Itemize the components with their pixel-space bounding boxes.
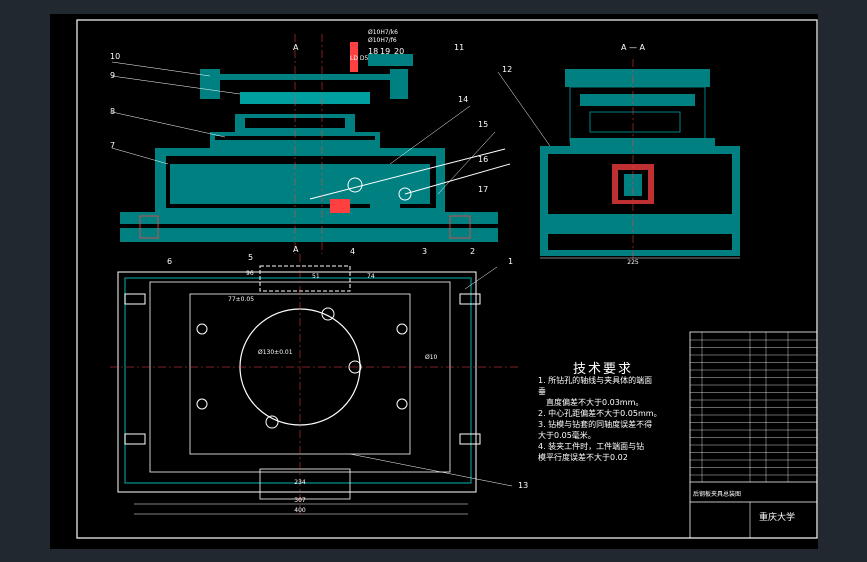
top-view <box>110 254 520 515</box>
dim-circle: Ø130±0.01 <box>258 349 293 356</box>
technical-requirements: 技术要求 1. 所钻孔的轴线与夹具体的端面 垂 直度偏差不大于0.03mm。 2… <box>538 362 688 463</box>
dim-mid: Ø10 <box>425 354 438 361</box>
dim-side-width: 225 <box>627 259 639 266</box>
tech-line: 大于0.05毫米。 <box>538 431 596 440</box>
callout-15: 15 <box>478 120 488 129</box>
callout-6: 6 <box>167 257 172 266</box>
tech-line: 直度偏差不大于0.03mm。 <box>546 398 644 407</box>
section-label-aa: A — A <box>621 43 646 52</box>
front-view <box>120 34 511 254</box>
tech-heading: 技术要求 <box>573 362 634 377</box>
spec-2: Ø10H7/f6 <box>368 37 397 44</box>
tech-line: 2. 中心孔距偏差不大于0.05mm。 <box>538 409 662 418</box>
dim-bottom-2: 307 <box>294 497 306 504</box>
dim-bottom-3: 400 <box>294 507 306 514</box>
callout-17: 17 <box>478 185 488 194</box>
dim-bottom-1: 234 <box>294 479 306 486</box>
callout-1: 1 <box>508 257 513 266</box>
callout-11: 11 <box>454 43 464 52</box>
callout-2: 2 <box>470 247 475 256</box>
callout-4: 4 <box>350 247 355 256</box>
callout-8: 8 <box>110 107 115 116</box>
tech-line: 模平行度误差不大于0.02 <box>538 453 628 462</box>
dim-top-d: 77±0.05 <box>228 296 254 303</box>
leader-lines <box>111 61 551 487</box>
tech-line: 垂 <box>538 387 546 396</box>
dim-top-small: LD D5 <box>350 55 368 62</box>
title-block: 重庆大学 后钢板夹具总装图 <box>689 331 818 539</box>
tech-line: 4. 装夹工件时，工件端面与钻 <box>538 442 645 451</box>
callout-3: 3 <box>422 247 427 256</box>
school-name: 重庆大学 <box>759 511 795 523</box>
spec-1: Ø10H7/k6 <box>368 29 398 36</box>
assembly-drawing: A A A — A 10 9 8 7 11 12 14 15 16 17 18 … <box>76 19 818 539</box>
side-section-view <box>540 59 740 259</box>
callout-18: 18 <box>368 47 378 56</box>
callout-5: 5 <box>248 253 253 262</box>
callout-13: 13 <box>518 481 528 490</box>
dim-top-c: 74 <box>367 273 375 280</box>
dim-top-b: 51 <box>312 273 320 280</box>
callout-10: 10 <box>110 52 120 61</box>
drawing-sheet: A A A — A 10 9 8 7 11 12 14 15 16 17 18 … <box>50 14 818 549</box>
drawing-border <box>76 19 818 539</box>
section-label-a-bottom: A <box>293 245 299 254</box>
callout-7: 7 <box>110 141 115 150</box>
tech-line: 1. 所钻孔的轴线与夹具体的端面 <box>538 376 653 385</box>
callout-14: 14 <box>458 95 468 104</box>
drawing-name: 后钢板夹具总装图 <box>693 490 741 498</box>
callout-12: 12 <box>502 65 512 74</box>
dim-top-a: 96 <box>246 270 254 277</box>
callout-9: 9 <box>110 71 115 80</box>
tech-line: 3. 钻模与钻套的同轴度误差不得 <box>538 420 653 429</box>
callout-16: 16 <box>478 155 488 164</box>
callout-19: 19 <box>380 47 390 56</box>
section-label-a-top: A <box>293 43 299 52</box>
callout-20: 20 <box>394 47 404 56</box>
